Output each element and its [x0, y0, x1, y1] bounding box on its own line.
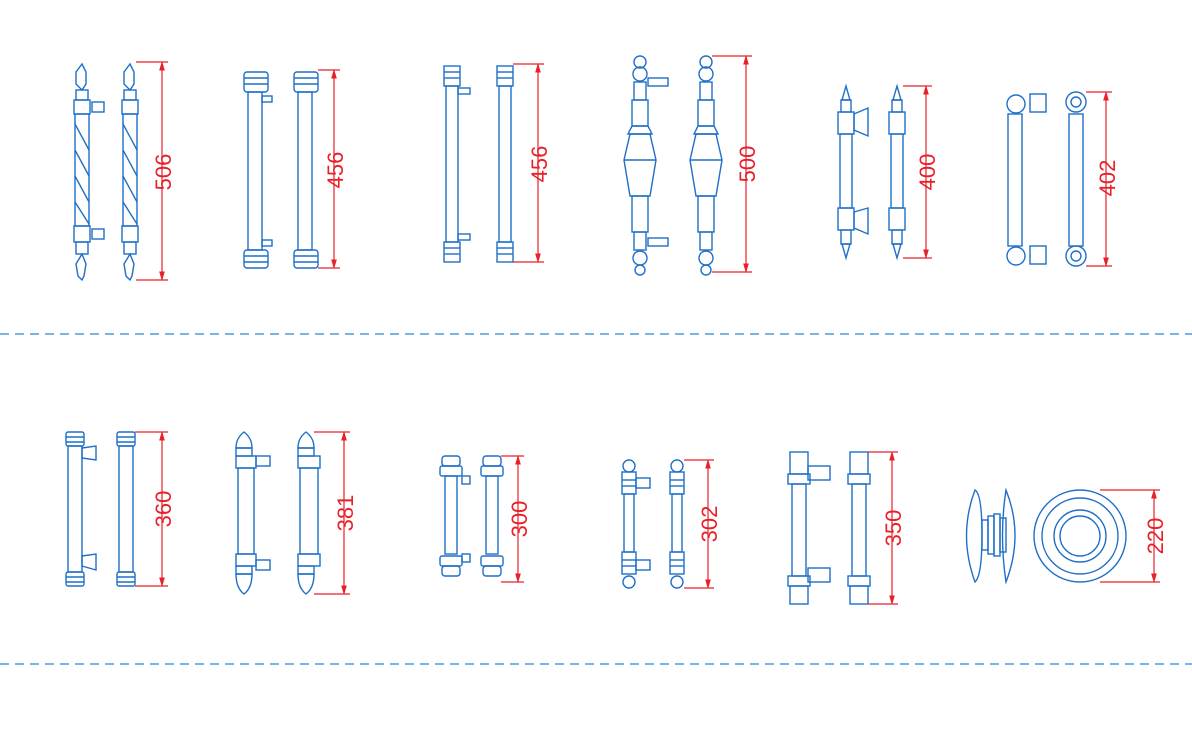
handle-3-drawing: [443, 63, 544, 263]
dimension-label-506: 506: [151, 154, 176, 191]
handle-10-drawing: [621, 459, 714, 589]
dimension-label-350: 350: [881, 510, 906, 547]
dimension-label-381: 381: [333, 495, 358, 532]
handle-8-drawing: [235, 431, 350, 595]
dimension-label-302: 302: [697, 506, 722, 543]
dimension-label-360: 360: [151, 491, 176, 528]
handle-1-drawing: [73, 61, 168, 282]
handle-5-drawing: [837, 83, 932, 261]
handle-4-drawing: [623, 55, 752, 276]
handle-7-drawing: [65, 431, 168, 587]
handle-12-drawing: [965, 487, 1160, 585]
dimension-label-220: 220: [1143, 518, 1168, 555]
dimension-label-402: 402: [1095, 160, 1120, 197]
handle-11-drawing: [787, 451, 898, 605]
dimension-label-300: 300: [507, 501, 532, 538]
handle-2-drawing: [243, 69, 340, 269]
dimension-label-500: 500: [735, 146, 760, 183]
handle-6-drawing: [1006, 91, 1112, 267]
handle-9-drawing: [439, 455, 524, 583]
dimension-label-400: 400: [915, 154, 940, 191]
dimension-label-456-a: 456: [323, 152, 348, 189]
dimension-label-456-b: 456: [527, 146, 552, 183]
